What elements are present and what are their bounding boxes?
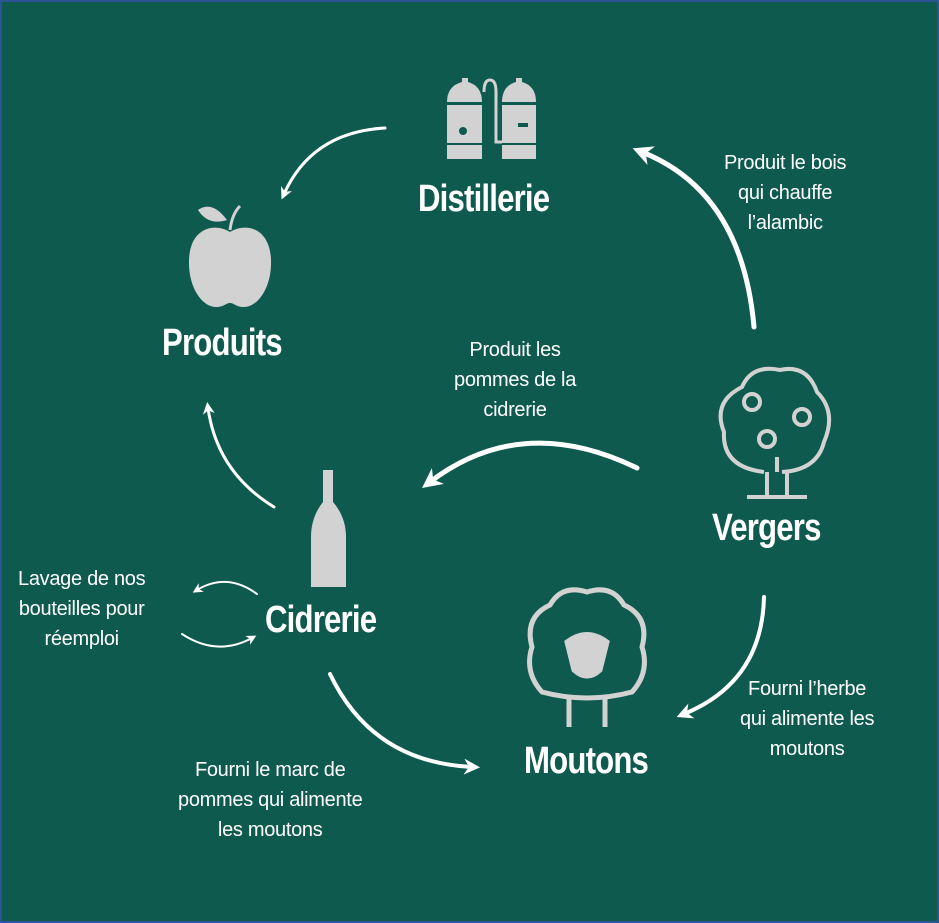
sheep-icon	[527, 587, 647, 727]
node-vergers: Vergers	[712, 507, 821, 549]
distillery-icon	[447, 78, 536, 159]
apple-icon	[188, 204, 272, 307]
tree-icon	[718, 366, 832, 499]
arrow-vergers-to-distillerie	[632, 146, 757, 330]
arrow-loop-out	[192, 580, 258, 595]
node-moutons: Moutons	[524, 740, 649, 782]
arrow-loop-in	[181, 633, 257, 648]
node-distillerie: Distillerie	[418, 178, 550, 220]
bottle-icon	[311, 470, 346, 587]
arrow-vergers-to-moutons	[676, 595, 766, 719]
arrow-cidrerie-to-produits	[202, 402, 276, 509]
node-cidrerie: Cidrerie	[265, 599, 377, 641]
arrow-vergers-to-cidrerie	[422, 440, 640, 489]
arrow-distillerie-to-produits	[281, 126, 387, 200]
node-produits: Produits	[162, 322, 283, 364]
arrow-cidrerie-to-moutons	[328, 672, 480, 775]
